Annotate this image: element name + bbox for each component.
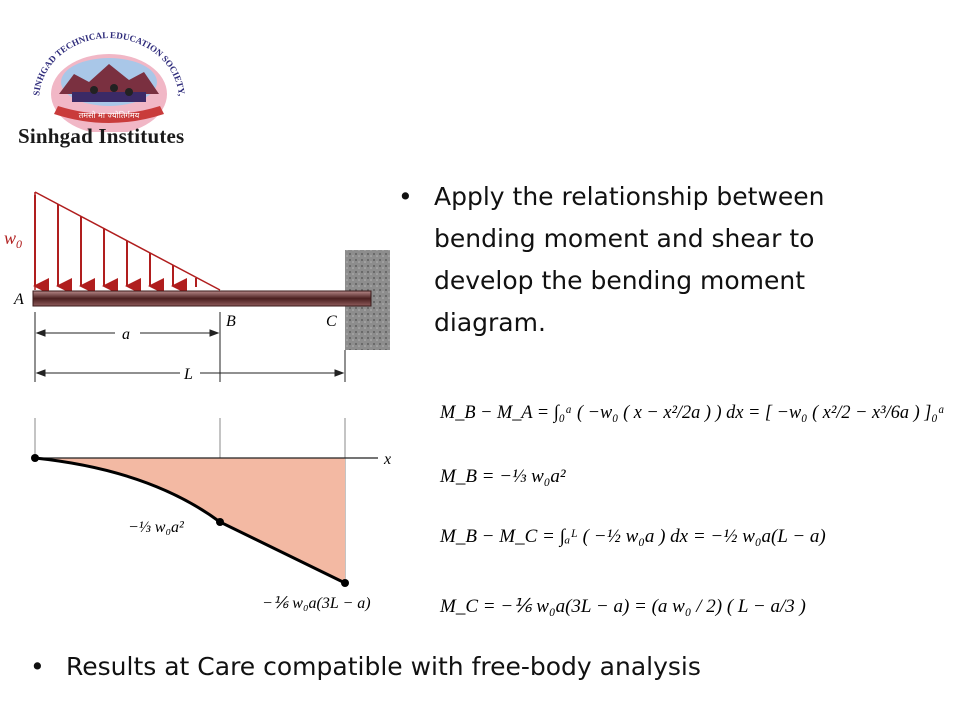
equation-3: M_B − M_C = ∫ₐᴸ ( −½ w₀a ) dx = −½ w₀a(L… xyxy=(439,526,826,548)
bullet-2-text: Results at Care compatible with free-bod… xyxy=(66,652,701,681)
dimension-a-label: a xyxy=(122,326,130,343)
equations-block: M_B − M_A = ∫₀ᵃ ( −w₀ ( x − x²/2a ) ) dx… xyxy=(430,360,960,640)
moment-curve xyxy=(34,456,346,585)
x-axis-label: x xyxy=(383,451,391,468)
sinhgad-logo: SINHGAD TECHNICAL EDUCATION SOCIETY, PUN… xyxy=(11,14,204,152)
distributed-load xyxy=(33,191,221,294)
beam-moment-diagram: w0 A B C a L xyxy=(0,180,420,620)
logo-motto: तमसो मा ज्योतिर्गमय xyxy=(79,110,140,120)
moment-b-label: −⅓ w₀a² xyxy=(128,519,185,536)
equation-4: M_C = −⅙ w₀a(3L − a) = (a w₀ / 2) ( L − … xyxy=(439,596,806,617)
equation-2: M_B = −⅓ w₀a² xyxy=(439,466,566,487)
bending-moment-plot: x −⅓ w₀a² −⅙ w₀a(3L − a) xyxy=(31,418,391,612)
bullet-1-line-4: diagram. xyxy=(434,308,546,337)
logo-name: Sinhgad Institutes xyxy=(18,124,185,148)
dimension-l-label: L xyxy=(183,366,193,383)
bullet-1-line-3: develop the bending moment xyxy=(434,266,806,295)
dimension-lines xyxy=(34,312,346,382)
equation-1: M_B − M_A = ∫₀ᵃ ( −w₀ ( x − x²/2a ) ) dx… xyxy=(439,402,945,424)
beam xyxy=(32,290,372,307)
point-b-label: B xyxy=(226,313,236,330)
point-a-label: A xyxy=(13,291,24,308)
bullet-dot: • xyxy=(30,652,45,681)
point-c-label: C xyxy=(326,313,337,330)
moment-area xyxy=(35,458,345,583)
bullet-1-line-2: bending moment and shear to xyxy=(434,224,815,253)
bullet-dot: • xyxy=(398,182,413,211)
load-label: w0 xyxy=(4,228,22,251)
logo-emblem-icon: SINHGAD TECHNICAL EDUCATION SOCIETY, PUN… xyxy=(11,14,187,134)
bullet-1-line-1: Apply the relationship between xyxy=(434,182,825,211)
moment-c-label: −⅙ w₀a(3L − a) xyxy=(262,595,371,612)
